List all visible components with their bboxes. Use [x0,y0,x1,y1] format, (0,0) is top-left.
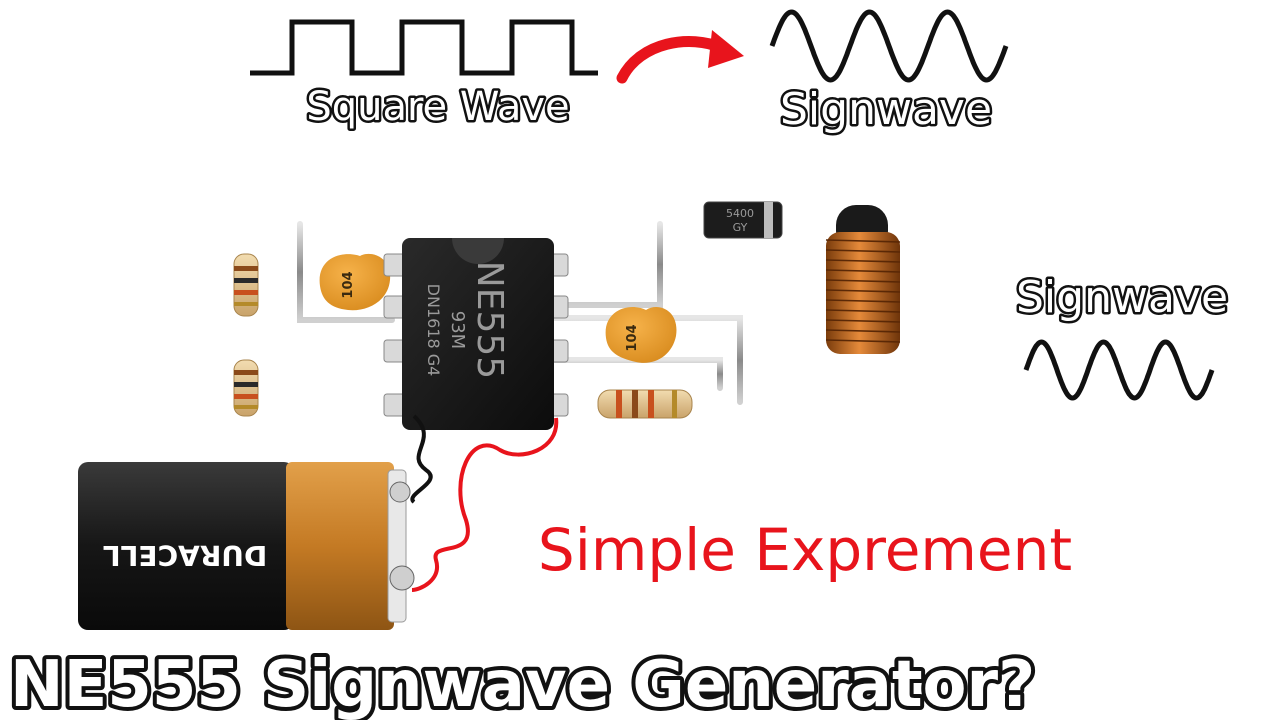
resistor-r3 [597,389,693,419]
caption-text: Simple Exprement [538,516,1072,584]
capacitor-2-code: 104 [625,324,640,351]
chip-label: NE555 [469,261,510,379]
capacitor-1-code: 104 [341,271,356,298]
chip-code-2: DN1618 G4 [424,284,443,377]
ceramic-capacitor-1: 104 [319,253,391,311]
red-lead-wire [411,417,559,592]
red-arrow-icon [616,30,744,84]
chip-code-1: 93M [447,311,468,349]
diode-code-2: GY [733,221,748,234]
battery-brand: DURACELL [103,539,268,572]
signwave-side-label: Signwave [1016,272,1228,323]
ceramic-capacitor-2: 104 [605,307,677,363]
circuit-wires [243,217,988,433]
resistor-r1 [233,253,259,317]
square-wave-label: Square Wave [306,84,569,130]
diode-code-1: 5400 [726,207,754,220]
square-wave-icon [250,19,598,76]
inductor-coil [825,205,901,354]
ne555-chip: NE555 93M DN1618 G4 [383,238,569,430]
signwave-top-label: Signwave [780,84,992,135]
diode: 5400 GY [703,201,783,239]
black-lead-wire [410,414,433,504]
resistor-r2 [233,359,259,417]
battery-9v: DURACELL [78,462,415,630]
sine-wave-icon [769,9,1009,83]
main-title: NE555 Signwave Generator? [10,648,1035,720]
sine-wave-side-icon [1023,339,1215,401]
